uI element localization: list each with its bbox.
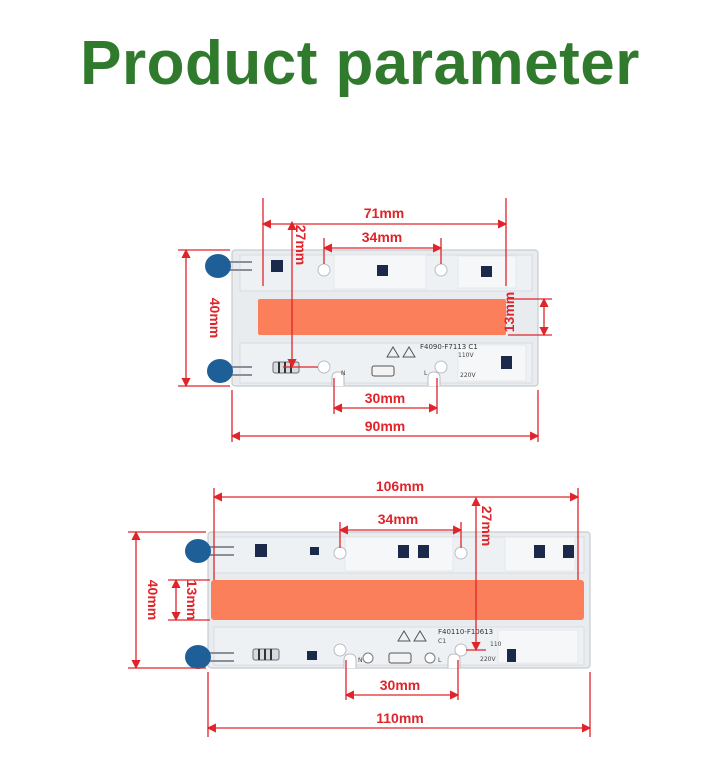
mount-hole xyxy=(434,360,448,374)
board-1-terminal-l: L xyxy=(424,370,428,377)
board-1-led-strip xyxy=(258,299,506,335)
board-2-led-strip xyxy=(211,580,584,620)
board-2-voltage-110: 110 xyxy=(490,641,502,648)
warning-icon xyxy=(397,630,411,642)
warning-icon xyxy=(386,346,400,358)
chip xyxy=(563,545,574,558)
board-2: F40110-F10613 C1 110 220V N L xyxy=(128,478,592,737)
mount-hole xyxy=(454,546,468,560)
mount-hole xyxy=(317,360,331,374)
capacitor-icon xyxy=(205,254,252,278)
chip xyxy=(271,260,283,272)
board-1-model: F4090-F7113 C1 xyxy=(420,343,478,351)
mount-hole xyxy=(434,263,448,277)
mount-hole xyxy=(317,263,331,277)
dim-27mm: 27mm xyxy=(293,225,309,265)
dim-13mm: 13mm xyxy=(501,292,517,332)
chip xyxy=(255,544,267,557)
dim-34mm: 34mm xyxy=(362,229,402,245)
board-2-model: F40110-F10613 xyxy=(438,628,493,636)
dim-30mm: 30mm xyxy=(365,390,405,406)
dim-110mm: 110mm xyxy=(376,710,423,726)
capacitor-icon xyxy=(207,359,252,383)
board-1-voltage-110: 110V xyxy=(458,352,474,359)
board-2-terminal-n: N xyxy=(358,657,363,664)
dim-40mm: 40mm xyxy=(207,298,223,338)
dim-40mm: 40mm xyxy=(145,580,161,620)
dim-71mm: 71mm xyxy=(364,205,404,221)
dim-27mm: 27mm xyxy=(479,506,495,546)
capacitor-icon xyxy=(185,539,234,563)
chip xyxy=(377,265,388,276)
chip xyxy=(310,547,319,555)
board-2-model-suffix: C1 xyxy=(438,638,446,645)
dim-106mm: 106mm xyxy=(376,478,424,494)
dim-30mm: 30mm xyxy=(380,677,420,693)
board-1-voltage-220: 220V xyxy=(460,372,476,379)
chip xyxy=(534,545,545,558)
chip xyxy=(418,545,429,558)
mount-hole xyxy=(333,546,347,560)
board-1: F4090-F7113 C1 110V 220V N L xyxy=(178,198,552,442)
chip xyxy=(501,356,512,369)
capacitor-icon xyxy=(185,645,234,669)
chip xyxy=(481,266,492,277)
fuse xyxy=(388,652,412,664)
dim-13mm: 13mm xyxy=(184,580,200,620)
chip xyxy=(507,649,516,662)
fuse xyxy=(371,365,395,377)
dim-34mm: 34mm xyxy=(378,511,418,527)
board-2-terminal-l: L xyxy=(438,657,442,664)
board-2-voltage-220: 220V xyxy=(480,656,496,663)
page-title: Product parameter xyxy=(80,29,640,98)
board-1-terminal-n: N xyxy=(341,370,346,377)
chip xyxy=(398,545,409,558)
chip xyxy=(307,651,317,660)
dim-90mm: 90mm xyxy=(365,418,405,434)
mount-hole xyxy=(333,643,347,657)
